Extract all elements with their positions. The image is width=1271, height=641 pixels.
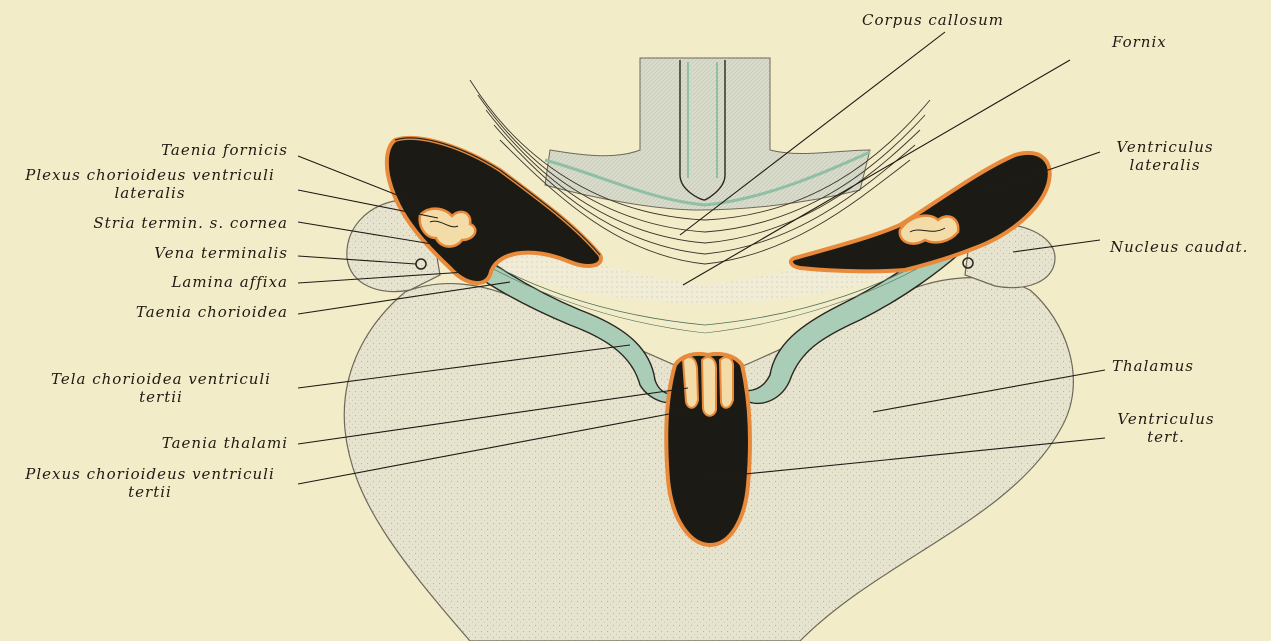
label-stria-termin: Stria termin. s. cornea [93,214,288,232]
label-plexus-lateralis-line2: lateralis [8,184,292,202]
label-ventriculus-lateralis-line2: lateralis [1110,156,1220,174]
label-corpus-callosum: Corpus callosum [862,11,1004,29]
label-taenia-chorioidea: Taenia chorioidea [136,303,288,321]
septum [545,58,870,210]
label-plexus-tertii-line2: tertii [8,483,292,501]
label-taenia-thalami: Taenia thalami [162,434,288,452]
label-plexus-lateralis-line1: Plexus chorioideus ventriculi [8,166,292,184]
label-plexus-tertii-line1: Plexus chorioideus ventriculi [8,465,292,483]
label-taenia-fornicis: Taenia fornicis [161,141,288,159]
label-fornix: Fornix [1112,33,1167,51]
label-ventriculus-lateralis: Ventriculus lateralis [1110,138,1220,174]
label-vena-terminalis: Vena terminalis [154,244,288,262]
label-ventriculus-tert-line1: Ventriculus [1110,410,1222,428]
label-plexus-tertii: Plexus chorioideus ventriculi tertii [8,465,292,501]
label-nucleus-caudat: Nucleus caudat. [1110,238,1248,256]
label-tela-chorioidea: Tela chorioidea ventriculi tertii [30,370,292,406]
label-plexus-lateralis: Plexus chorioideus ventriculi lateralis [8,166,292,202]
label-thalamus: Thalamus [1112,357,1194,375]
label-ventriculus-tert-line2: tert. [1110,428,1222,446]
label-tela-chorioidea-line1: Tela chorioidea ventriculi [30,370,292,388]
label-ventriculus-lateralis-line1: Ventriculus [1110,138,1220,156]
plexus-tertius [683,357,733,416]
plexus-lateral-right [900,216,958,244]
label-lamina-affixa: Lamina affixa [171,273,288,291]
label-ventriculus-tert: Ventriculus tert. [1110,410,1222,446]
label-tela-chorioidea-line2: tertii [30,388,292,406]
